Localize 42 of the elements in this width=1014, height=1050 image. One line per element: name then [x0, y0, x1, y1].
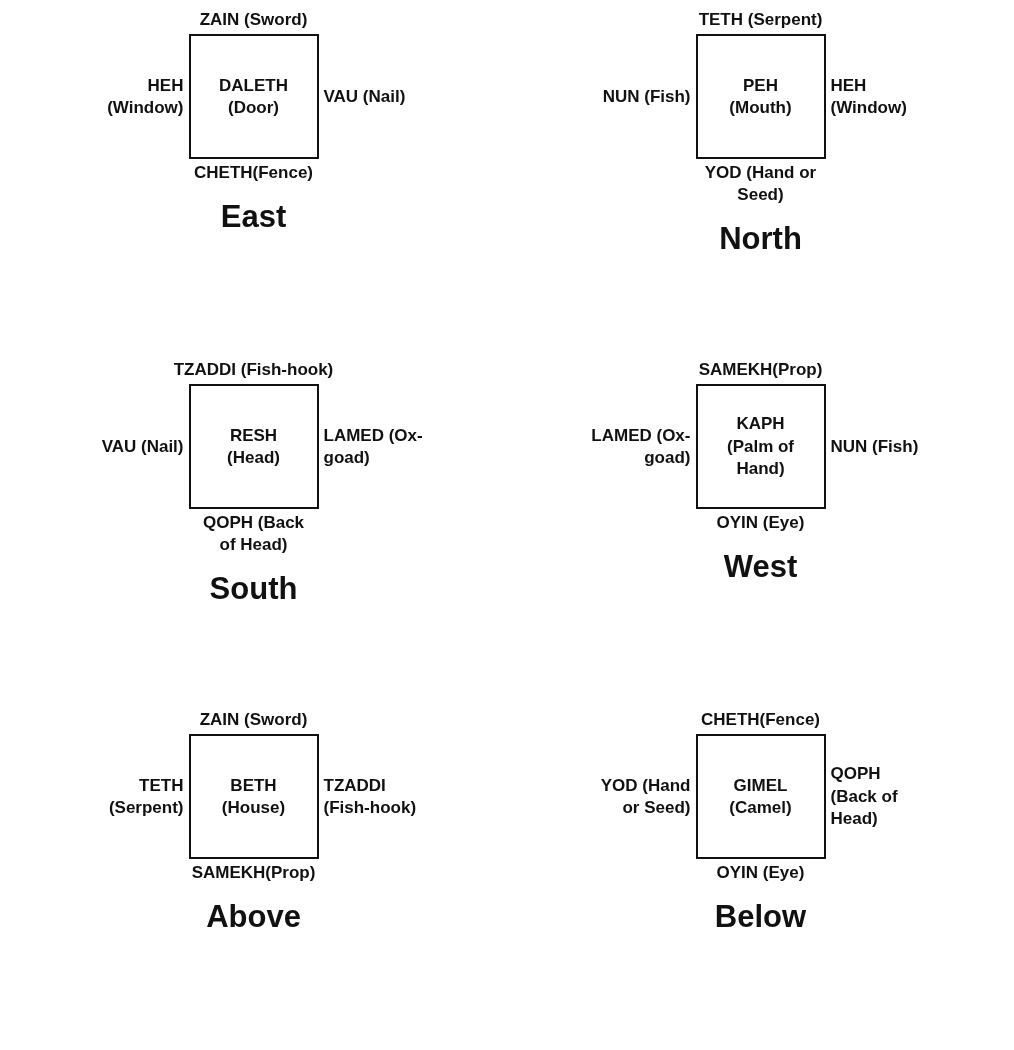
square-box	[188, 734, 319, 860]
letter-label: OYIN (Eye)	[716, 512, 805, 535]
letter-label: NUN (Fish)	[829, 435, 920, 458]
direction-heading: Below	[714, 899, 807, 936]
letter-label: YOD (Hand or Seed)	[703, 162, 818, 207]
letter-name: RESH (Head)	[226, 424, 281, 469]
letter-label: QOPH (Back of Head)	[201, 512, 306, 557]
letter-label: TETH (Serpent)	[107, 774, 185, 819]
direction-heading: East	[220, 199, 287, 236]
letter-label: LAMED (Ox-goad)	[590, 424, 692, 469]
letter-label: LAMED (Ox-goad)	[322, 424, 424, 469]
letter-label: TETH (Serpent)	[698, 9, 823, 31]
letter-name: BETH (House)	[220, 774, 287, 819]
letter-name: GIMEL (Camel)	[728, 774, 793, 819]
letter-label: SAMEKH(Prop)	[191, 862, 316, 885]
letter-name: DALETH (Door)	[218, 74, 289, 119]
letter-label: ZAIN (Sword)	[199, 9, 308, 31]
letter-label: TZADDI (Fish-hook)	[173, 359, 334, 381]
letter-label: VAU (Nail)	[100, 435, 185, 458]
direction-heading: Above	[206, 899, 301, 936]
square-box	[188, 34, 319, 160]
square-box	[695, 734, 826, 860]
direction-heading: North	[719, 221, 802, 258]
letter-name: KAPH (Palm of Hand)	[725, 413, 796, 480]
letter-label: TZADDI (Fish-hook)	[322, 774, 418, 819]
direction-heading: South	[209, 571, 298, 608]
square-box	[695, 34, 826, 160]
letter-label: YOD (Hand or Seed)	[599, 774, 692, 819]
letter-label: CHETH(Fence)	[194, 162, 313, 185]
letter-name: PEH (Mouth)	[728, 74, 793, 119]
square-box	[695, 384, 826, 510]
letter-label: HEH (Window)	[106, 74, 185, 119]
letter-label: HEH (Window)	[829, 74, 908, 119]
letter-label: VAU (Nail)	[322, 85, 407, 108]
letter-label: OYIN (Eye)	[716, 862, 805, 885]
square-box	[188, 384, 319, 510]
letter-label: CHETH(Fence)	[701, 709, 820, 731]
letter-label: QOPH (Back of Head)	[829, 763, 899, 830]
letter-label: NUN (Fish)	[601, 85, 692, 108]
letter-label: ZAIN (Sword)	[199, 709, 308, 731]
direction-heading: West	[723, 549, 798, 586]
letter-label: SAMEKH(Prop)	[698, 359, 823, 381]
